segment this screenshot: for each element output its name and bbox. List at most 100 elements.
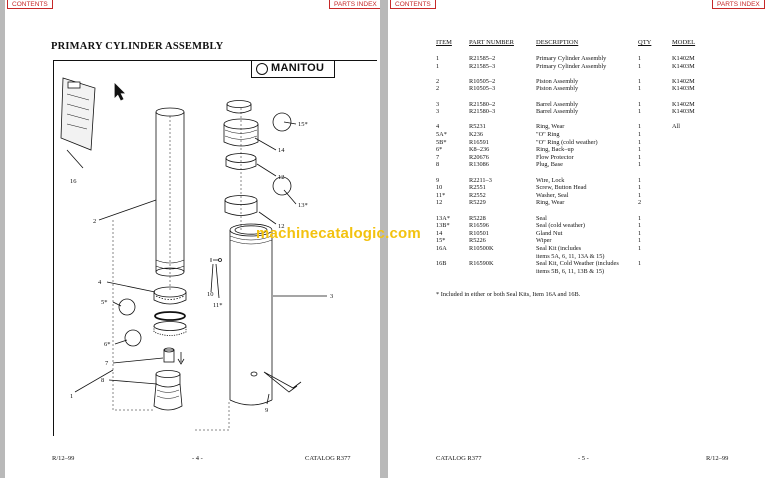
- col-header-model: MODEL: [672, 39, 696, 46]
- callout-label: 13*: [298, 202, 308, 209]
- watermark-text: machinecatalogic.com: [256, 225, 421, 242]
- contents-link-right[interactable]: CONTENTS: [390, 0, 436, 9]
- table-cell-description: items 5B, 6, 11, 13B & 15): [536, 267, 605, 275]
- callout-label: 11*: [213, 302, 223, 309]
- logo-text: MANITOU: [271, 62, 325, 74]
- table-cell-part: R2551: [469, 184, 486, 192]
- table-cell-description: Ring, Wear: [536, 123, 565, 131]
- table-cell-description: Seal Kit (includes: [536, 245, 582, 252]
- table-cell-qty: 1: [638, 138, 642, 146]
- table-cell-description: items 5A, 6, 11, 13A & 15): [536, 252, 605, 260]
- table-cell-part: R21580–2: [469, 100, 496, 108]
- table-cell-part: R10505–2: [469, 77, 496, 85]
- col-header-qty: QTY: [638, 39, 652, 46]
- backup-ring-part: [153, 321, 187, 336]
- seal-kit-note: * Included in either or both Seal Kits, …: [436, 291, 581, 298]
- table-cell-part: R5231: [469, 123, 486, 131]
- table-cell-qty: 1: [638, 229, 642, 237]
- table-cell-part: R10505–3: [469, 85, 496, 93]
- screw-part: [210, 258, 222, 262]
- table-cell-item: 7: [436, 153, 440, 161]
- table-cell-part: R10501: [469, 229, 489, 237]
- table-cell-part: R16590K: [469, 260, 494, 268]
- table-cell-item: 5A*: [436, 131, 447, 138]
- callout-label: 6*: [104, 341, 111, 348]
- callout-label: 15*: [298, 121, 308, 128]
- table-cell-qty: 1: [638, 176, 642, 184]
- table-cell-qty: 1: [638, 108, 642, 116]
- table-cell-qty: 1: [638, 55, 642, 62]
- table-cell-item: 14: [436, 229, 443, 237]
- table-cell-part: R21585–2: [469, 55, 496, 62]
- table-cell-description: Gland Nut: [536, 229, 563, 237]
- manitou-logo: MANITOU: [251, 60, 335, 78]
- cursor-icon: [114, 83, 125, 101]
- page-title: PRIMARY CYLINDER ASSEMBLY: [51, 41, 224, 52]
- parts-index-link-left[interactable]: PARTS INDEX: [329, 0, 380, 9]
- table-cell-item: 2: [436, 85, 440, 93]
- callout-label: 4: [98, 279, 102, 286]
- table-cell-model: K1402M: [672, 55, 695, 62]
- table-cell-model: K1403M: [672, 62, 695, 70]
- callout-label: 3: [330, 293, 333, 300]
- table-cell-part: R21580–3: [469, 108, 496, 116]
- footer-date: R/12–99: [706, 455, 729, 462]
- table-cell-qty: 1: [638, 131, 642, 138]
- table-cell-description: Wiper: [536, 237, 552, 245]
- table-cell-item: 10: [436, 184, 443, 192]
- table-cell-qty: 1: [638, 191, 642, 199]
- o-ring-part: [154, 311, 186, 321]
- table-cell-qty: 1: [638, 237, 642, 245]
- diagram-frame: [53, 60, 377, 436]
- flow-protector-part: [163, 347, 185, 365]
- table-cell-item: 8: [436, 161, 440, 169]
- table-cell-qty: 1: [638, 214, 642, 222]
- detail-circle-part: [272, 176, 292, 196]
- contents-link-left[interactable]: CONTENTS: [7, 0, 53, 9]
- table-cell-item: 11*: [436, 191, 446, 199]
- table-cell-part: R16591: [469, 138, 489, 146]
- logo-emblem-icon: [256, 63, 268, 75]
- parts-index-link-right[interactable]: PARTS INDEX: [712, 0, 765, 9]
- base-plug-part: [153, 370, 183, 411]
- footer-page-number: - 4 -: [192, 455, 203, 462]
- table-cell-qty: 1: [638, 184, 642, 192]
- callout-label: 7: [105, 360, 109, 367]
- left-catalog-page: CONTENTS PARTS INDEX PRIMARY CYLINDER AS…: [5, 0, 380, 478]
- barrel-part: [229, 223, 273, 406]
- table-cell-item: 3: [436, 108, 440, 116]
- table-cell-description: Ring, Wear: [536, 199, 565, 207]
- table-cell-qty: 1: [638, 245, 642, 252]
- table-cell-model: K1402M: [672, 100, 695, 108]
- table-cell-part: K8–236: [469, 146, 490, 154]
- table-cell-model: K1402M: [672, 77, 695, 85]
- callout-label: 12: [278, 174, 285, 181]
- table-cell-qty: 1: [638, 123, 642, 131]
- table-cell-qty: 1: [638, 100, 642, 108]
- table-cell-item: 1: [436, 62, 440, 70]
- table-cell-description: Barrel Assembly: [536, 108, 579, 116]
- callout-label: 2: [93, 218, 96, 225]
- table-cell-description: Seal (cold weather): [536, 222, 585, 230]
- table-cell-item: 9: [436, 176, 440, 184]
- table-cell-qty: 1: [638, 260, 642, 268]
- table-cell-description: Seal Kit, Cold Weather (includes: [536, 260, 619, 268]
- table-cell-item: 16A: [436, 245, 447, 252]
- table-cell-item: 4: [436, 123, 440, 131]
- table-cell-qty: 2: [638, 199, 642, 207]
- callout-label: 16: [70, 178, 77, 185]
- footer-catalog: CATALOG R377: [305, 455, 351, 462]
- table-cell-description: Piston Assembly: [536, 85, 579, 93]
- table-cell-item: 1: [436, 55, 440, 62]
- table-cell-qty: 1: [638, 77, 642, 85]
- table-cell-part: R10500K: [469, 245, 494, 252]
- footer-page-number: - 5 -: [578, 455, 589, 462]
- table-cell-item: 12: [436, 199, 443, 207]
- table-cell-model: K1403M: [672, 108, 695, 116]
- table-cell-item: 13B*: [436, 222, 450, 230]
- callout-label: 8: [101, 377, 104, 384]
- table-cell-part: R2211–3: [469, 176, 492, 184]
- table-cell-item: 5B*: [436, 138, 447, 146]
- table-cell-part: R5229: [469, 199, 486, 207]
- table-cell-description: Primary Cylinder Assembly: [536, 62, 607, 70]
